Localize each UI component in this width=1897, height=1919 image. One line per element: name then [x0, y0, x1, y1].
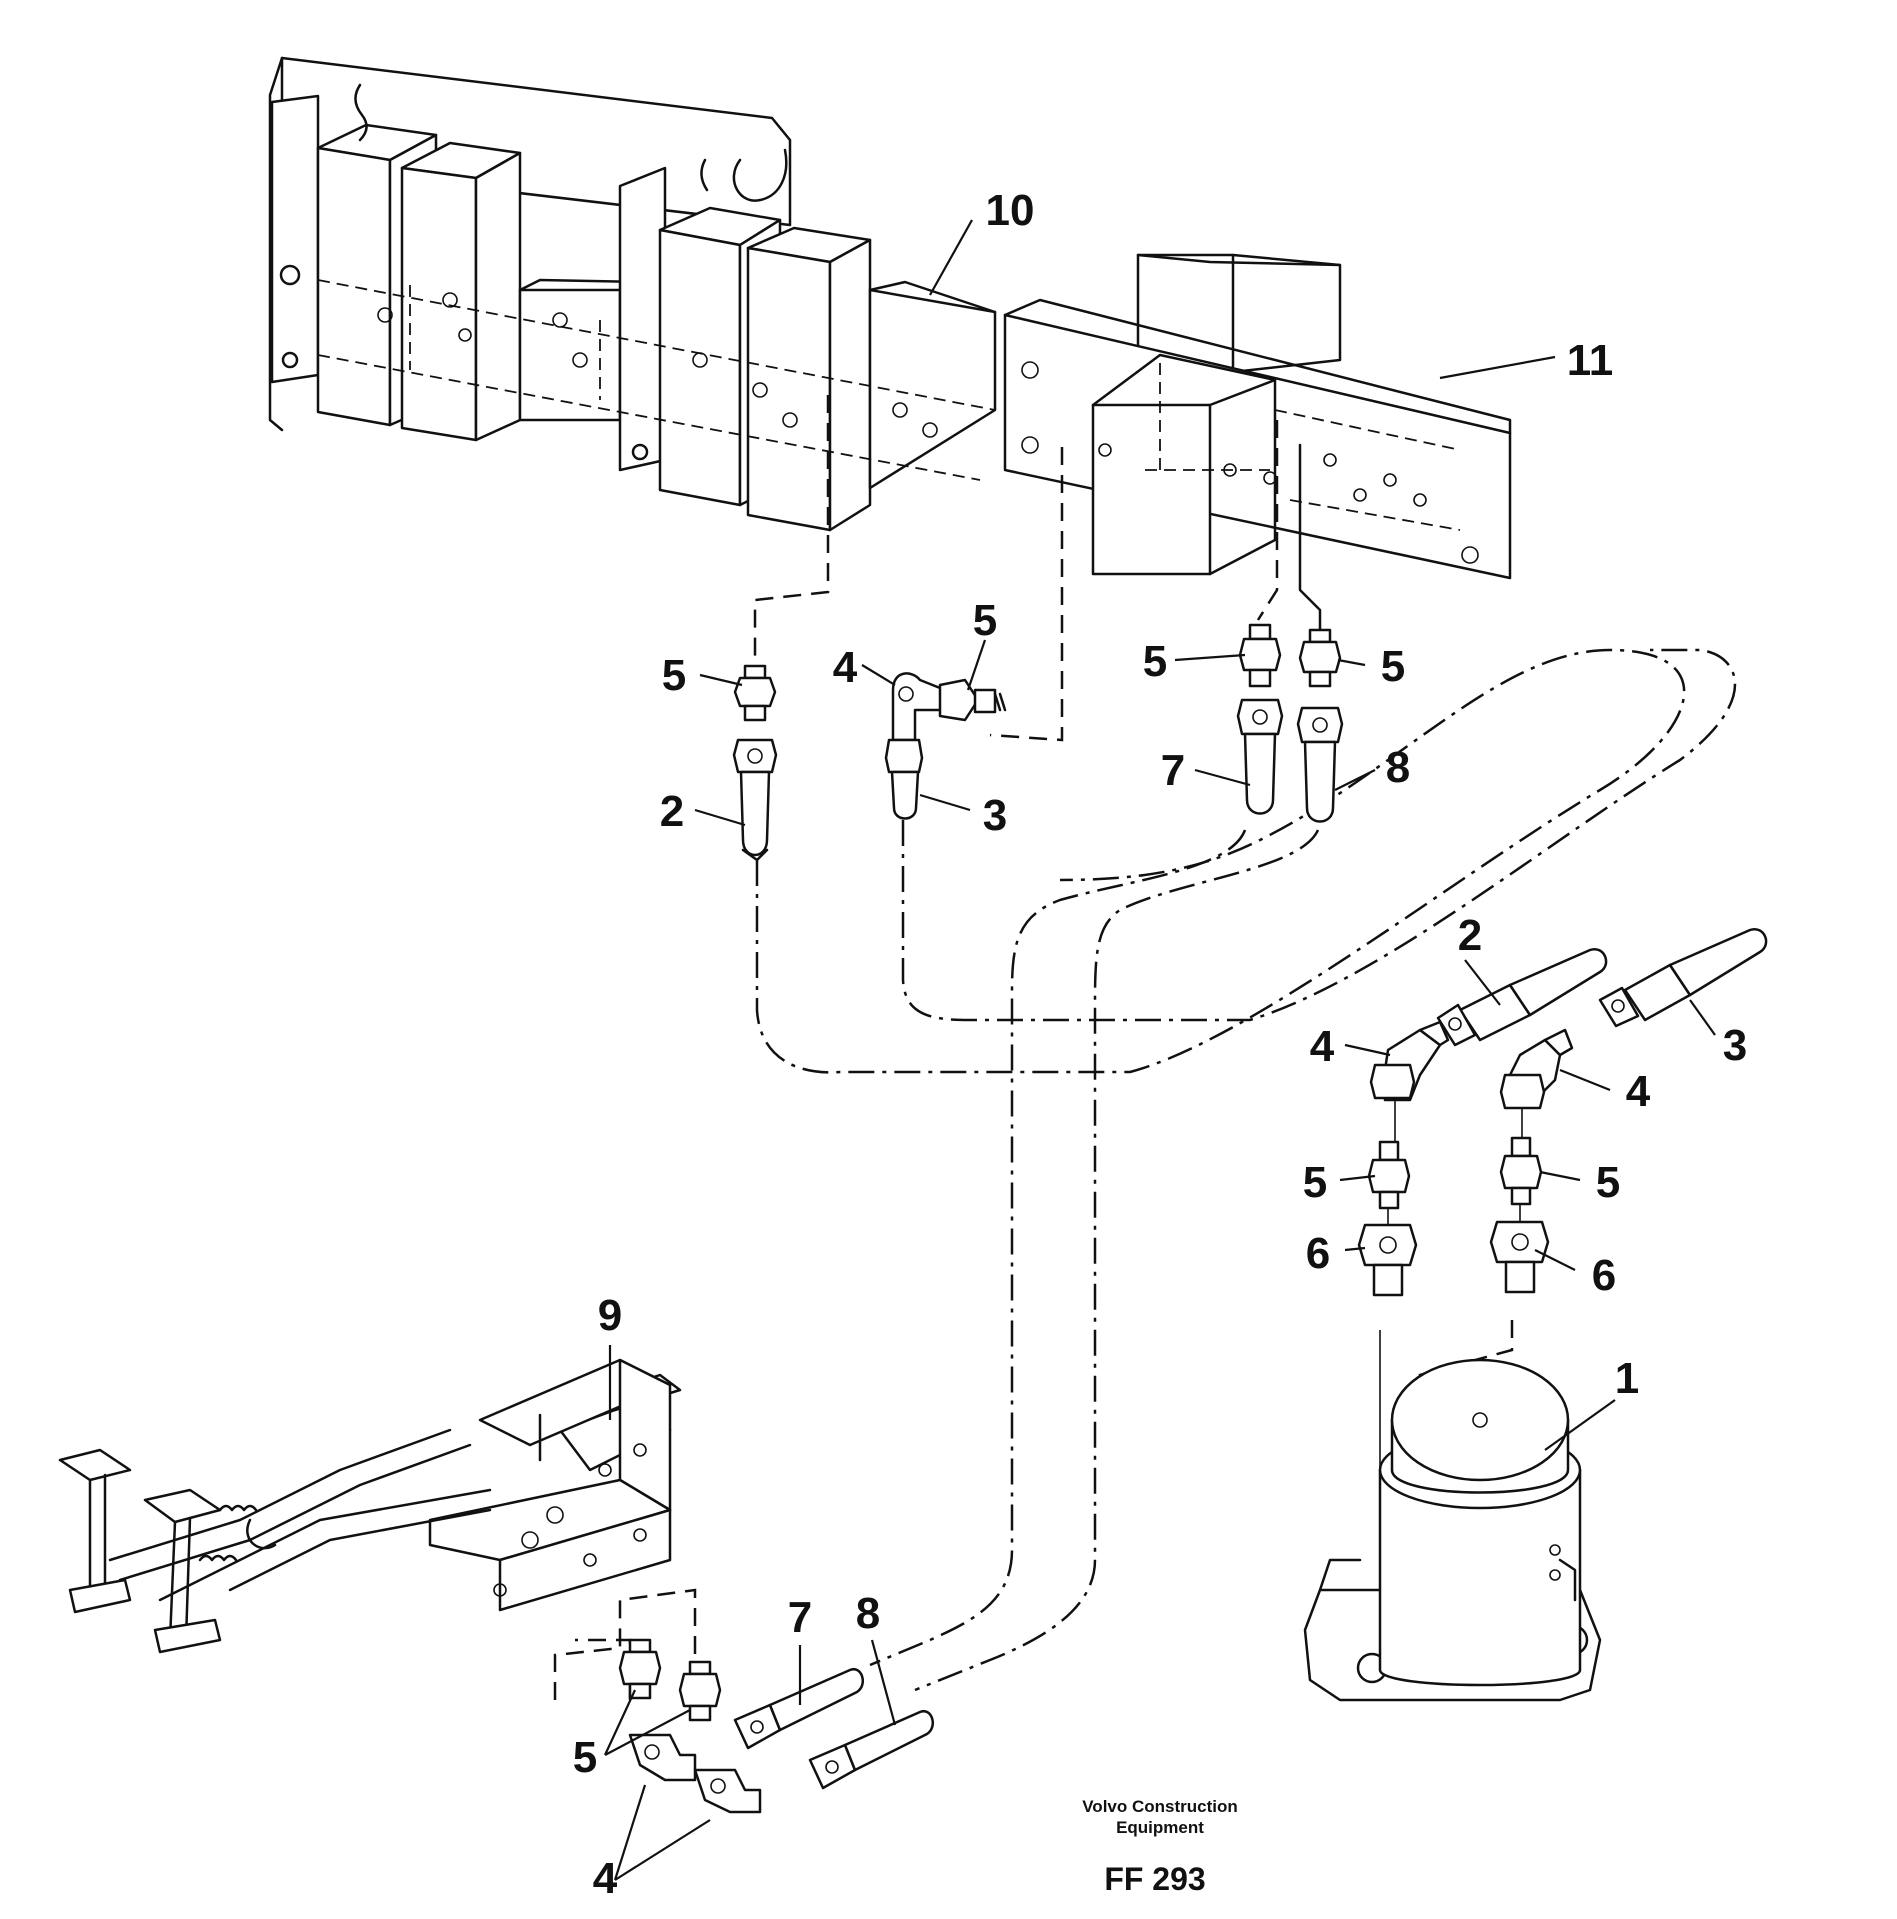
lower-fitting-5a: [618, 1638, 662, 1700]
callout-5: 5: [1381, 642, 1405, 691]
callout-5: 5: [973, 596, 997, 645]
lower-hose-end-7: [733, 1667, 865, 1750]
control-valve-block-10: [268, 56, 997, 532]
callout-5: 5: [573, 1733, 597, 1782]
right-elbow-4b: [1499, 1028, 1574, 1110]
callout-5: 5: [1596, 1158, 1620, 1207]
callout-7: 7: [1161, 746, 1185, 795]
callout-8: 8: [856, 1589, 880, 1638]
callout-4: 4: [593, 1854, 618, 1903]
pilot-valve-11: [1003, 253, 1512, 580]
callout-10: 10: [986, 186, 1035, 235]
callout-5: 5: [662, 651, 686, 700]
upper-fitting-5a: [733, 664, 777, 722]
hydraulic-motor-1: [1303, 1358, 1602, 1702]
right-hose-end-2: [1436, 947, 1608, 1047]
callout-8: 8: [1386, 743, 1410, 792]
callout-7: 7: [788, 1593, 812, 1642]
pedal-valve-9: [58, 1358, 682, 1654]
callout-6: 6: [1592, 1251, 1616, 1300]
drawing-code: FF 293: [1104, 1861, 1205, 1897]
credit-block: Volvo Construction Equipment FF 293: [1082, 1797, 1238, 1897]
upper-hose-end-8: [1296, 706, 1344, 823]
lower-elbow-4b: [693, 1768, 762, 1814]
upper-hose-end-7: [1236, 698, 1284, 815]
callout-4: 4: [1310, 1022, 1335, 1071]
connection-lines: [553, 395, 1514, 1700]
lower-elbow-4a: [628, 1733, 697, 1782]
callout-1: 1: [1615, 1354, 1639, 1403]
right-fitting-5a: [1367, 1140, 1411, 1210]
upper-elbow-4: [884, 672, 947, 820]
credit-line-1: Volvo Construction: [1082, 1797, 1238, 1816]
callout-4: 4: [1626, 1067, 1651, 1116]
lower-fitting-5b: [678, 1660, 722, 1722]
callout-2: 2: [660, 787, 684, 836]
credit-line-2: Equipment: [1116, 1818, 1204, 1837]
callout-labels: 10 11 5 2 4 5 3 5 5 7 8 2 3 4 4 5 5 6 6 …: [573, 186, 1747, 1903]
right-fitting-5b: [1499, 1136, 1543, 1206]
upper-hose-end-2: [732, 738, 778, 862]
hose-routes: [755, 648, 1737, 1692]
right-nut-6b: [1489, 1220, 1550, 1294]
right-elbow-4a: [1369, 1020, 1450, 1102]
callout-5: 5: [1143, 637, 1167, 686]
right-hose-end-3: [1598, 927, 1768, 1028]
callout-3: 3: [1723, 1021, 1747, 1070]
callout-9: 9: [598, 1291, 622, 1340]
callout-11: 11: [1567, 336, 1614, 385]
right-nut-6a: [1357, 1223, 1418, 1297]
leader-lines: [604, 219, 1716, 1881]
lower-hose-end-8: [808, 1709, 935, 1790]
callout-6: 6: [1306, 1229, 1330, 1278]
upper-adapter-5b: [938, 678, 1007, 722]
callout-5: 5: [1303, 1158, 1327, 1207]
callout-2: 2: [1458, 911, 1482, 960]
callout-3: 3: [983, 791, 1007, 840]
upper-fitting-5d: [1298, 628, 1342, 688]
upper-fitting-5c: [1238, 623, 1282, 688]
callout-4: 4: [833, 643, 858, 692]
